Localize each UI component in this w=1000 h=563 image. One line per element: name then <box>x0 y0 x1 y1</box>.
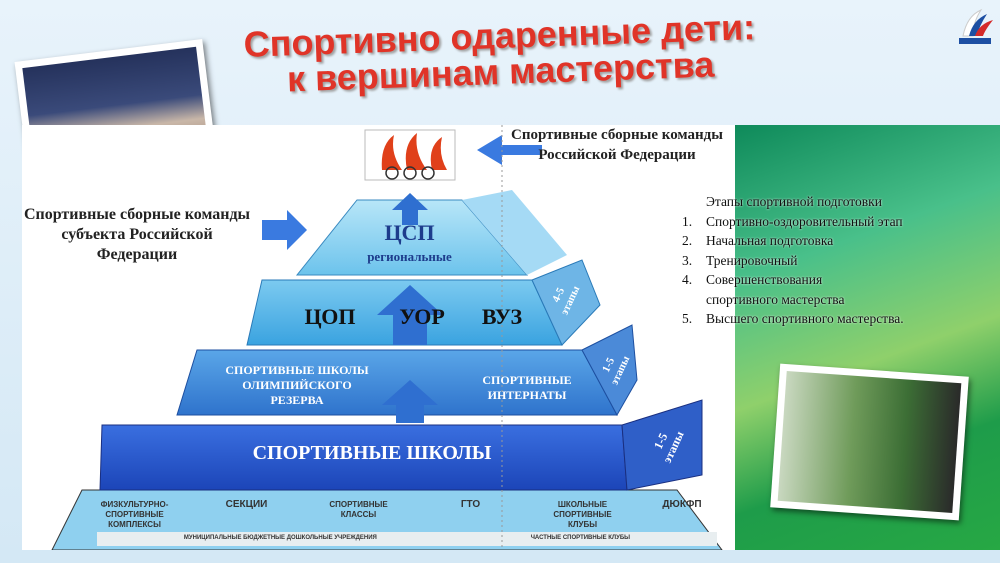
base-item: ДЮКФП <box>662 499 702 510</box>
list-item: 5. Высшего спортивного мастерства. <box>668 309 904 329</box>
logo-icon <box>959 8 993 44</box>
text: Совершенствования <box>706 272 823 287</box>
list-item: 2. Начальная подготовка <box>668 231 904 251</box>
pyramid-diagram: Спортивные сборные команды Российской Фе… <box>22 125 735 551</box>
level-internat: СПОРТИВНЫЕ ИНТЕРНАТЫ <box>482 373 572 402</box>
base-item: СЕКЦИИ <box>225 499 268 510</box>
num <box>668 290 706 310</box>
level-cop: ЦОП <box>304 304 356 329</box>
level-uor: УОР <box>399 304 445 329</box>
num: 1. <box>681 213 693 229</box>
num: 2. <box>681 233 693 248</box>
base-item: ШКОЛЬНЫЕ СПОРТИВНЫЕ КЛУБЫ <box>553 500 612 529</box>
base-item: СПОРТИВНЫЕ КЛАССЫ <box>329 500 388 519</box>
photo-football <box>770 363 969 521</box>
num: 4. <box>681 272 693 287</box>
footer-item: ЧАСТНЫЕ СПОРТИВНЫЕ КЛУБЫ <box>530 535 631 541</box>
list-item: спортивного мастерства <box>668 290 904 310</box>
slide-title: Спортивно одаренные дети:к вершинам маст… <box>242 6 756 100</box>
num: 3. <box>681 252 693 268</box>
base-row: ФИЗКУЛЬТУРНО-СПОРТИВНЫЕ КОМПЛЕКСЫ СЕКЦИИ… <box>92 500 712 530</box>
list-item: 3. Тренировочный <box>668 251 904 271</box>
csp-sub: региональные <box>367 249 452 264</box>
base-item: ФИЗКУЛЬТУРНО-СПОРТИВНЫЕ КОМПЛЕКСЫ <box>100 500 169 529</box>
level-vuz: ВУЗ <box>481 304 523 329</box>
left-label: Спортивные сборные команды субъекта Росс… <box>23 206 251 263</box>
footer-item: МУНИЦИПАЛЬНЫЕ БЮДЖЕТНЫЕ ДОШКОЛЬНЫЕ УЧРЕЖ… <box>183 535 377 541</box>
base-footer: МУНИЦИПАЛЬНЫЕ БЮДЖЕТНЫЕ ДОШКОЛЬНЫЕ УЧРЕЖ… <box>107 535 707 541</box>
list-item: 4. Совершенствования <box>668 270 904 290</box>
level-sshor: СПОРТИВНЫЕ ШКОЛЫ ОЛИМПИЙСКОГО РЕЗЕРВА <box>225 363 369 407</box>
stages-heading: Этапы спортивной подготовки <box>706 194 882 209</box>
text: Начальная подготовка <box>706 233 834 248</box>
stages-list: Этапы спортивной подготовки 1. Спортивно-… <box>668 192 904 329</box>
text: Высшего спортивного мастерства. <box>706 311 904 326</box>
level-schools: СПОРТИВНЫЕ ШКОЛЫ <box>252 442 492 464</box>
csp-label: ЦСП <box>384 220 435 245</box>
olympic-flame-icon <box>381 133 447 180</box>
num: 5. <box>681 311 693 326</box>
list-item: 1. Спортивно-оздоровительный этап <box>668 212 904 232</box>
text: Тренировочный <box>706 252 798 268</box>
base-item: ГТО <box>460 499 481 510</box>
top-label: Спортивные сборные команды Российской Фе… <box>511 127 723 163</box>
text: Спортивно-оздоровительный этап <box>706 213 903 229</box>
text: спортивного мастерства <box>706 291 845 307</box>
